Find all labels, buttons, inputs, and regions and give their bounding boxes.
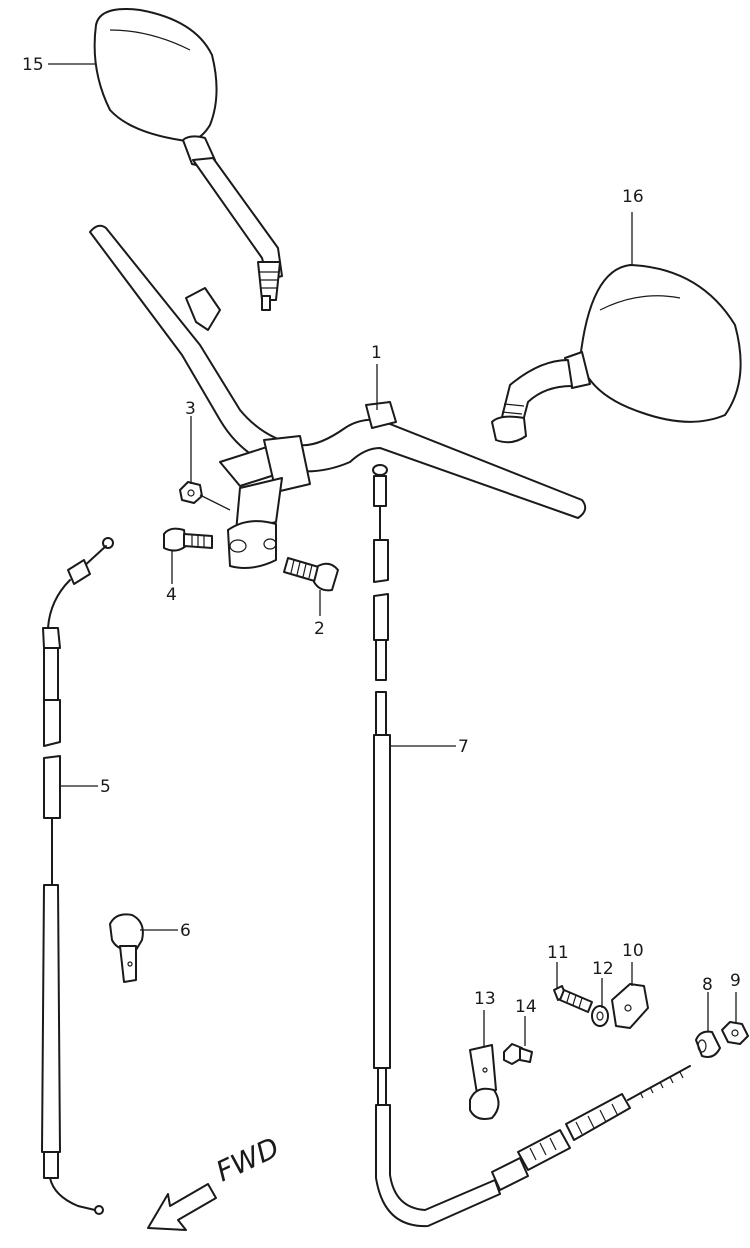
- callout-7: 7: [458, 737, 469, 757]
- nut[interactable]: [179, 481, 231, 511]
- callout-8: 8: [702, 975, 713, 995]
- callout-3: 3: [185, 399, 196, 419]
- callout-9: 9: [730, 971, 741, 991]
- callout-15: 15: [22, 55, 44, 75]
- brake-cable[interactable]: [372, 464, 691, 1228]
- callout-16: 16: [622, 187, 644, 207]
- callout-10: 10: [622, 941, 644, 961]
- cable-clamp[interactable]: [109, 913, 144, 983]
- handlebar[interactable]: [89, 224, 587, 569]
- mirror-right[interactable]: [491, 264, 742, 444]
- bolt-11[interactable]: [553, 985, 593, 1013]
- bolt-2[interactable]: [283, 557, 339, 592]
- direction-label: FWD: [211, 1131, 284, 1189]
- joint-pin[interactable]: [695, 1030, 721, 1058]
- adjuster-nut[interactable]: [721, 1021, 749, 1045]
- throttle-cable[interactable]: [41, 537, 114, 1215]
- callout-4: 4: [166, 585, 177, 605]
- callout-13: 13: [474, 989, 496, 1009]
- callout-1: 1: [371, 343, 382, 363]
- callout-2: 2: [314, 619, 325, 639]
- leader-lines: [48, 63, 737, 1046]
- bolt-4[interactable]: [163, 527, 213, 552]
- callout-6: 6: [180, 921, 191, 941]
- cable-guide[interactable]: [469, 1044, 500, 1120]
- callout-5: 5: [100, 777, 111, 797]
- arrow-forward-icon: [147, 1183, 217, 1231]
- callout-14: 14: [515, 997, 537, 1017]
- callout-labels: 15 16 1 3 4 2 5 6 7 11 10 12 13 14 8 9: [22, 55, 741, 1017]
- bolt-14[interactable]: [503, 1043, 533, 1065]
- cover[interactable]: [611, 983, 649, 1029]
- callout-12: 12: [592, 959, 614, 979]
- washer[interactable]: [591, 1005, 609, 1027]
- callout-11: 11: [547, 943, 569, 963]
- mirror-left[interactable]: [93, 8, 283, 311]
